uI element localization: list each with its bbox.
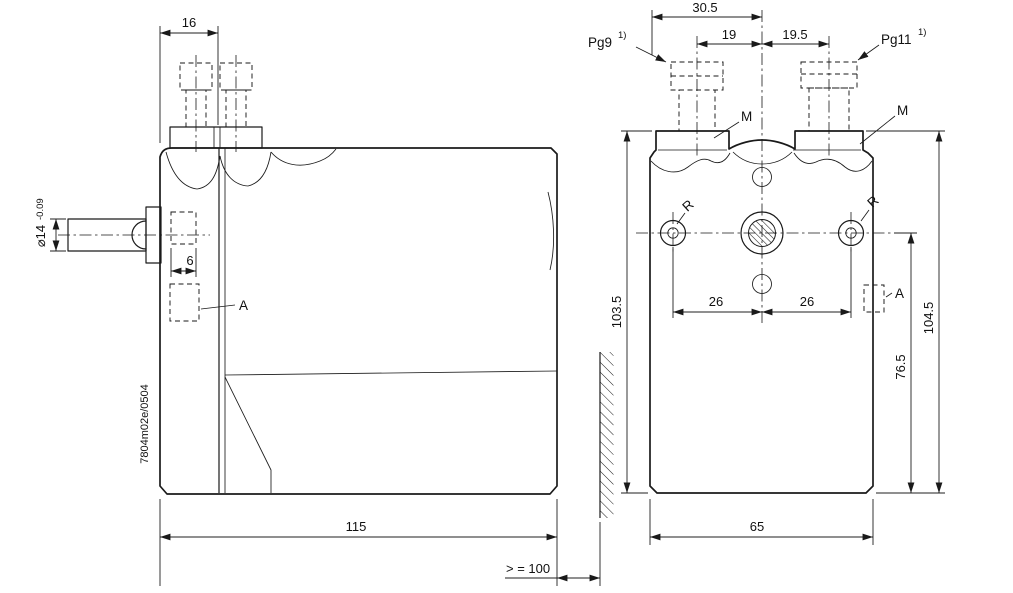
dim-text-hole-height: 76.5 [893,354,908,379]
cast-contour [650,152,731,173]
dim-text-shaft-tolerance: -0.09 [35,198,46,220]
side-view: A 16 ⌀14 -0.09 6 115 [33,15,614,586]
pg11-label: Pg11 [881,32,912,47]
dim-gland-offset: 16 [159,15,219,143]
r-left-label: R [679,197,696,215]
dim-text-pg9-offset: 19 [722,27,736,42]
edge-highlight [547,191,555,271]
detail-a-front: A [863,284,904,313]
r-label-left: R [676,197,697,225]
extension-line [672,247,852,318]
extension-line [621,130,652,494]
dim-hole-height: 76.5 [893,232,917,493]
dim-body-height: 103.5 [609,130,652,494]
dim-pg11-center-offset: 19.5 [762,27,829,48]
m-left-label: M [741,109,752,124]
dim-text-total-height: 104.5 [921,302,936,335]
dim-body-length: 115 [159,499,558,586]
pg9-label: Pg9 [588,35,612,50]
detail-a-label: A [239,298,248,313]
pilot-hole-bottom [752,274,772,294]
detail-a-label: A [895,286,904,301]
dim-text-min-clearance: > = 100 [506,561,550,576]
dim-text-hole-spacing-right: 26 [800,294,814,309]
detail-a-leader [885,292,893,298]
m-label-left: M [713,109,752,139]
dim-text-hub-depth: 6 [186,253,193,268]
pg11-callout: Pg11 1) [857,27,926,61]
gland-pg9-stem-hidden [185,89,207,128]
leader-line [713,121,740,139]
gland-block [169,126,263,149]
pg9-note-superscript: 1) [618,30,626,41]
gland-pg11-hidden [219,62,253,91]
gland-pg9-hidden [179,62,213,91]
dim-text-shaft-diameter: ⌀14 [33,225,48,247]
r-right-label: R [864,193,881,211]
dim-text-body-width: 65 [750,519,764,534]
dim-total-height: 104.5 [866,130,945,494]
shaft-hub-hatched-circle [748,219,776,247]
mounting-hole-left [659,219,687,247]
dim-text-body-length: 115 [346,519,367,534]
dim-body-width: 65 [649,499,874,545]
extension-line [159,499,558,586]
wall-hatch [600,352,614,518]
leader-arrow [857,44,880,61]
dim-text-gland-edge-offset: 30.5 [692,0,717,15]
cast-contour [793,152,873,172]
mounting-hole-left-inner [667,227,679,239]
shaft-hub-outer-circle [740,211,784,255]
detail-a-box [169,283,200,322]
dim-pg9-center-offset: 19 [697,27,762,48]
front-body-outline [649,130,874,494]
cast-contour [165,151,221,190]
detail-a-leader [200,304,236,310]
m-right-label: M [897,103,908,118]
dim-text-body-height: 103.5 [609,296,624,329]
m-label-right: M [859,103,908,145]
dim-text-gland-offset: 16 [182,15,196,30]
dim-hub-depth: 6 [170,248,197,277]
mounting-hole-right-inner [845,227,857,239]
gland-pg11-stem-hidden [225,89,247,128]
shaft-socket-hidden [170,211,197,245]
dim-min-clearance: > = 100 [505,561,600,582]
dim-text-hole-spacing-left: 26 [709,294,723,309]
front-view: R R M M Pg9 1) Pg11 1) [588,0,945,545]
leader-arrow [635,46,667,63]
pg9-callout: Pg9 1) [588,30,667,63]
extension-line [866,130,945,494]
pilot-hole-top [752,167,772,187]
gland-block-split [213,127,221,148]
dim-text-pg11-offset: 19.5 [782,27,807,42]
pg11-note-superscript: 1) [918,27,926,38]
leader-line [860,209,870,222]
dim-hole-spacing: 26 26 [672,247,852,318]
leader-line [676,212,686,225]
cast-contour [219,151,272,187]
body-split-line [224,370,558,376]
r-label-right: R [860,193,882,222]
mounting-hole-right [837,219,865,247]
leader-line [859,115,896,145]
dome-inner-line [732,151,793,165]
drawing-code: 7804m02e/0504 [139,384,151,464]
dim-shaft-diameter: ⌀14 -0.09 [33,198,66,252]
mounting-wall [599,352,614,586]
body-rib-line [224,376,272,493]
detail-a-box [863,284,885,313]
cast-contour [270,148,337,166]
extension-line [159,26,219,143]
dim-gland-edge-offset: 30.5 [651,0,762,55]
